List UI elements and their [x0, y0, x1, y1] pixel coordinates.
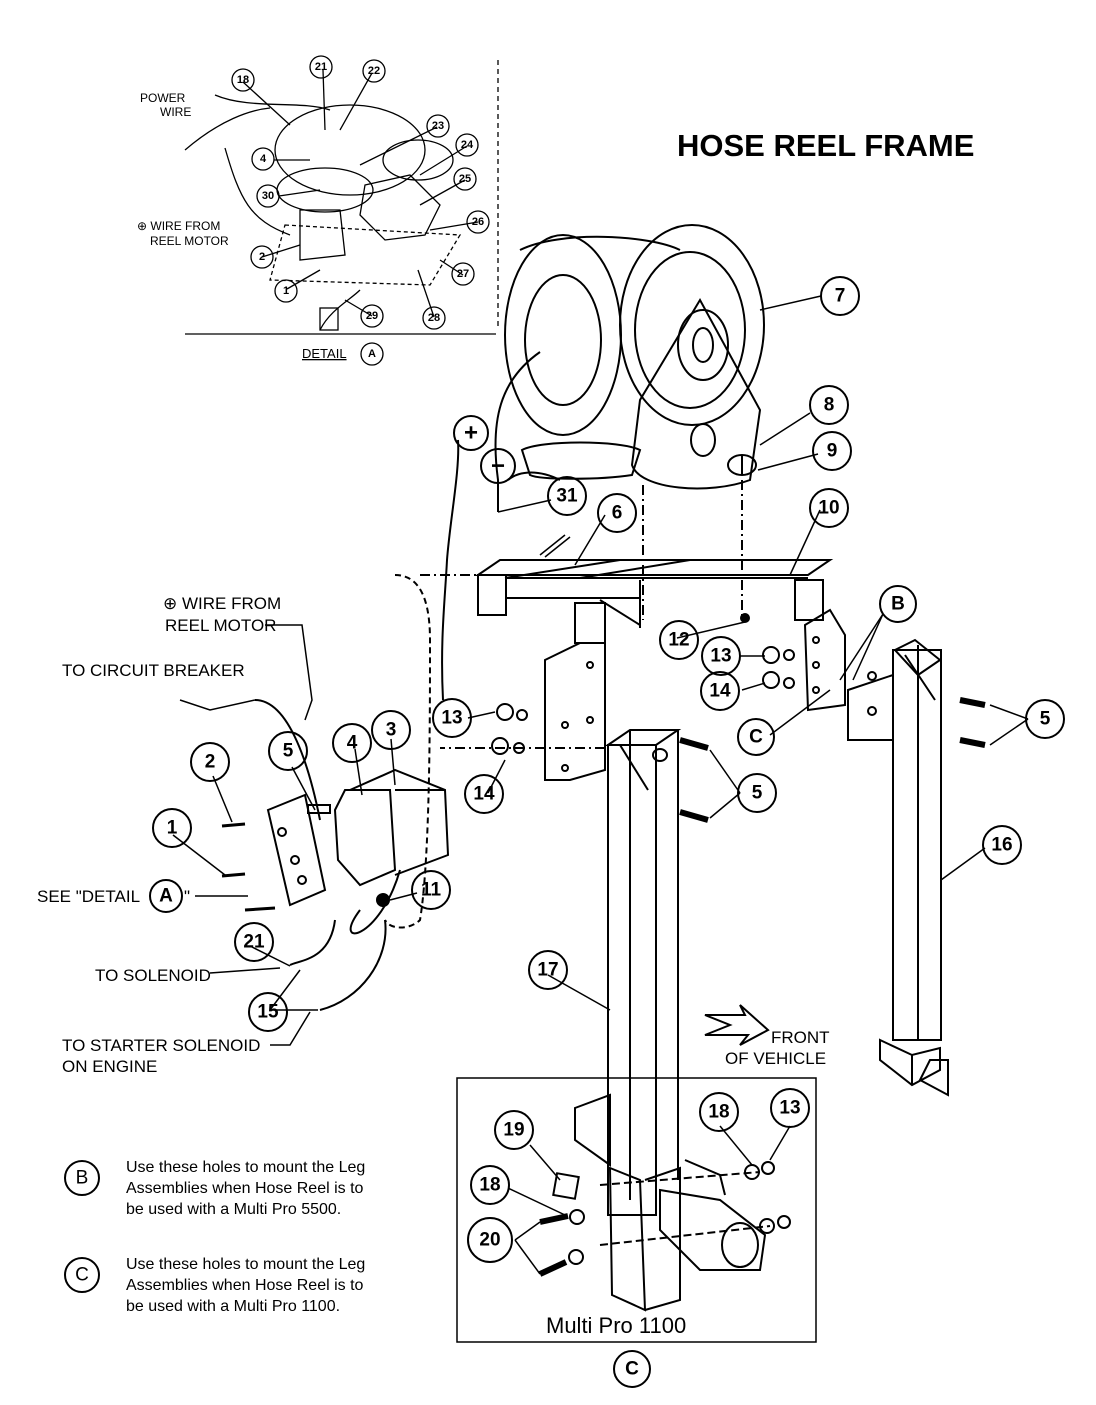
detail-callout-18: 18 — [237, 74, 249, 86]
wire-from-reel-motor-label: ⊕ WIRE FROM — [163, 594, 281, 613]
callout-20: 20 — [479, 1230, 500, 1251]
callout-19: 19 — [503, 1120, 524, 1141]
callout-18-left: 18 — [479, 1175, 500, 1196]
callout-31: 31 — [556, 486, 578, 507]
multi-pro-1100-inset — [456, 1077, 817, 1343]
note-b-letter: B — [76, 1168, 89, 1189]
detail-callout-27: 27 — [457, 268, 469, 280]
callout-16: 16 — [991, 835, 1012, 856]
plus-terminal: + — [464, 420, 478, 447]
detail-callout-21: 21 — [315, 61, 327, 73]
callout-3: 3 — [386, 720, 397, 741]
note-b-line-1: Use these holes to mount the Leg — [126, 1159, 365, 1176]
callout-1: 1 — [167, 818, 178, 839]
callouts: 7 8 9 10 6 31 + − 12 13 14 B C 5 13 14 5… — [64, 276, 1065, 1388]
page-title: HOSE REEL FRAME — [677, 128, 974, 163]
callout-15: 15 — [257, 1002, 279, 1023]
see-detail-quote: " — [184, 887, 190, 906]
callout-9: 9 — [827, 441, 838, 462]
detail-callout-29: 29 — [366, 310, 378, 322]
callout-5-right: 5 — [1040, 709, 1051, 730]
electrical-box — [221, 574, 450, 1011]
to-starter-solenoid-label: TO STARTER SOLENOID — [62, 1036, 260, 1055]
hose-reel — [441, 224, 765, 701]
callout-11: 11 — [421, 880, 442, 901]
power-wire-label: POWER — [140, 91, 186, 105]
callout-13-left: 13 — [441, 708, 462, 729]
note-c-line-2: Assemblies when Hose Reel is to — [126, 1277, 364, 1294]
callout-5-center: 5 — [752, 783, 763, 804]
reel-frame — [420, 480, 846, 781]
see-detail-letter: A — [159, 886, 173, 907]
callout-21: 21 — [243, 932, 265, 953]
multi-pro-parts — [507, 1093, 791, 1312]
multi-pro-1100-label: Multi Pro 1100 — [546, 1313, 686, 1338]
power-wire-label-2: WIRE — [160, 105, 191, 119]
callout-13-right: 13 — [710, 646, 731, 667]
callout-b: B — [891, 594, 905, 615]
callout-5-box: 5 — [283, 741, 294, 762]
callout-14-right: 14 — [709, 681, 731, 702]
detail-callout-4: 4 — [260, 153, 267, 165]
detail-callout-30: 30 — [262, 190, 274, 202]
note-c-line-3: be used with a Multi Pro 1100. — [126, 1298, 340, 1315]
callout-13-inset: 13 — [779, 1098, 800, 1119]
wire-from-motor-label-2: REEL MOTOR — [150, 234, 229, 248]
detail-a-letter: A — [368, 348, 376, 360]
callout-8: 8 — [824, 395, 835, 416]
leg-right — [847, 638, 949, 1097]
callout-2: 2 — [205, 752, 216, 773]
see-detail-label: SEE "DETAIL — [37, 887, 140, 906]
front-arrow-icon — [704, 1004, 770, 1046]
callout-4: 4 — [347, 733, 358, 754]
callout-17: 17 — [537, 960, 558, 981]
front-label: FRONT — [771, 1028, 830, 1047]
note-b-line-2: Assemblies when Hose Reel is to — [126, 1180, 364, 1197]
detail-a-callouts: 18 21 22 4 23 24 30 25 26 2 27 1 29 28 A — [231, 55, 490, 366]
detail-callout-28: 28 — [428, 312, 440, 324]
callout-18-top: 18 — [708, 1102, 729, 1123]
detail-callout-23: 23 — [432, 120, 444, 132]
detail-callout-1: 1 — [283, 285, 289, 297]
wire-from-motor-label: ⊕ WIRE FROM — [137, 219, 220, 233]
detail-a-text: POWER WIRE ⊕ WIRE FROM REEL MOTOR DETAIL — [137, 91, 347, 361]
detail-a-inset — [184, 60, 499, 335]
note-c-letter: C — [75, 1265, 89, 1286]
callout-6: 6 — [612, 503, 623, 524]
detail-a-label: DETAIL — [302, 346, 347, 361]
detail-callout-26: 26 — [472, 216, 484, 228]
callout-c-bottom: C — [625, 1359, 639, 1380]
callout-12: 12 — [668, 630, 689, 651]
callout-14-left: 14 — [473, 784, 495, 805]
callout-c: C — [749, 727, 763, 748]
reel-motor-label: REEL MOTOR — [165, 616, 276, 635]
leg-left — [440, 729, 682, 1216]
callout-7: 7 — [835, 286, 846, 307]
note-b-line-3: be used with a Multi Pro 5500. — [126, 1201, 341, 1218]
to-solenoid-label: TO SOLENOID — [95, 966, 211, 985]
to-circuit-breaker-label: TO CIRCUIT BREAKER — [62, 661, 245, 680]
callout-10: 10 — [818, 498, 839, 519]
detail-callout-22: 22 — [368, 65, 380, 77]
on-engine-label: ON ENGINE — [62, 1057, 157, 1076]
bolts — [491, 613, 986, 823]
minus-terminal: − — [491, 453, 505, 480]
detail-callout-24: 24 — [461, 139, 474, 151]
note-c-line-1: Use these holes to mount the Leg — [126, 1256, 365, 1273]
of-vehicle-label: OF VEHICLE — [725, 1049, 826, 1068]
detail-callout-25: 25 — [459, 173, 471, 185]
leader-lines — [172, 295, 1029, 1046]
detail-callout-2: 2 — [259, 251, 265, 263]
